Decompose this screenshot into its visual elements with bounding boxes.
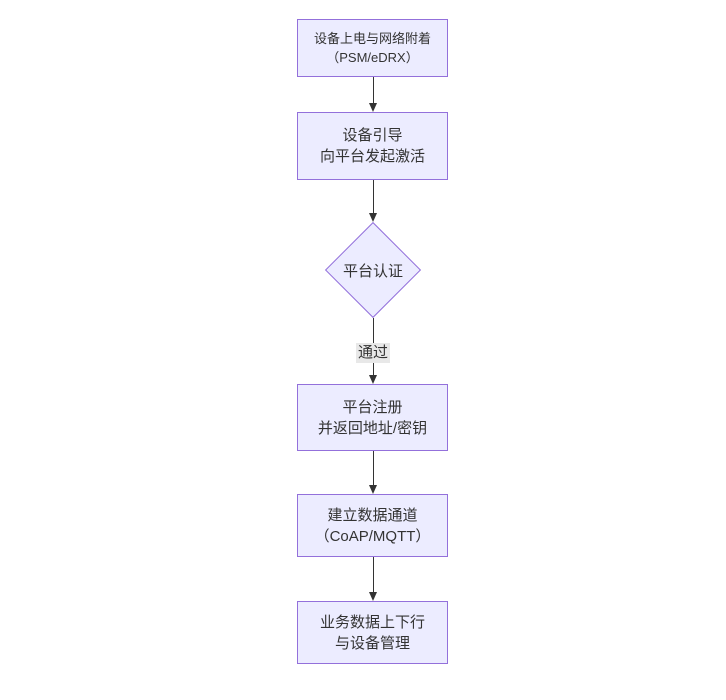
node-label-line: 设备上电与网络附着 [313, 31, 431, 46]
node-power-network-attach: 设备上电与网络附着 （PSM/eDRX） [297, 19, 448, 77]
node-label-line: （CoAP/MQTT） [314, 527, 431, 545]
arrowhead-down-icon [368, 213, 377, 222]
node-label-line: 建立数据通道 [327, 506, 418, 524]
arrowhead-down-icon [368, 592, 377, 601]
node-data-channel: 建立数据通道 （CoAP/MQTT） [297, 494, 448, 557]
arrowhead-down-icon [368, 103, 377, 112]
node-label-line: 平台认证 [342, 262, 403, 280]
node-label-line: 向平台发起激活 [319, 148, 425, 165]
node-business-data: 业务数据上下行 与设备管理 [297, 601, 448, 664]
node-label-line: 设备引导 [342, 127, 403, 144]
node-device-bootstrap: 设备引导 向平台发起激活 [297, 112, 448, 180]
edge-line [372, 557, 374, 592]
node-label-line: 平台注册 [342, 398, 403, 416]
node-label-line: 与设备管理 [334, 634, 410, 652]
node-platform-register: 平台注册 并返回地址/密钥 [297, 384, 448, 451]
decision-platform-auth: 平台认证 [324, 221, 422, 319]
edge-label-pass: 通过 [355, 343, 391, 363]
edge-line [372, 180, 374, 213]
edge-a-b [368, 77, 378, 112]
edge-e-f [368, 557, 378, 601]
edge-d-e [368, 451, 378, 494]
arrowhead-down-icon [368, 485, 377, 494]
node-label-line: 业务数据上下行 [319, 613, 425, 631]
edge-line [372, 451, 374, 485]
edge-b-c [368, 180, 378, 222]
edge-line [372, 77, 374, 103]
arrowhead-down-icon [368, 375, 377, 384]
node-label-line: （PSM/eDRX） [326, 50, 419, 65]
node-label-line: 并返回地址/密钥 [317, 419, 428, 437]
